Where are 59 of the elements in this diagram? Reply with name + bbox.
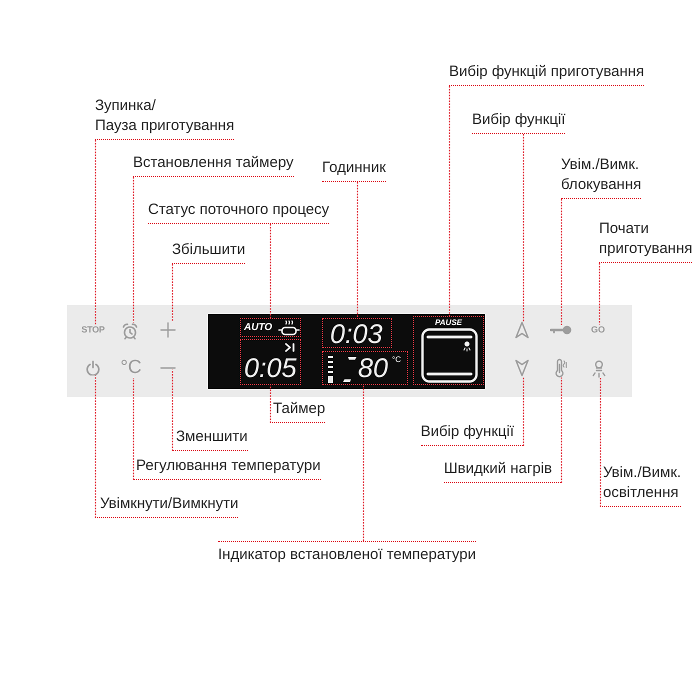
celsius-label: °C xyxy=(120,358,142,378)
leader-line xyxy=(172,264,174,322)
leader-line xyxy=(362,385,364,541)
timer-section xyxy=(240,339,301,385)
thermometer-icon xyxy=(554,358,568,378)
leader-line xyxy=(132,177,134,322)
leader-line xyxy=(448,86,450,316)
leader-line xyxy=(172,370,174,451)
leader-line xyxy=(522,134,524,322)
leader-line xyxy=(270,224,272,318)
mode-label: AUTO xyxy=(244,322,272,334)
leader-line xyxy=(560,199,562,325)
alarm-clock-icon xyxy=(122,322,138,340)
leader-line xyxy=(94,140,96,324)
callout-label: Встановлення таймеру xyxy=(133,153,294,177)
callout-label: Вибір функцій приготування xyxy=(449,62,644,86)
callout-label: Годинник xyxy=(322,158,386,182)
callout-label: Почати приготування xyxy=(599,219,692,263)
lamp-icon xyxy=(592,360,606,378)
clock-digits: 0:03 xyxy=(330,320,383,348)
leader-line xyxy=(94,376,96,518)
stop-label: STOP xyxy=(81,324,105,336)
power-icon xyxy=(86,360,100,376)
plus-icon xyxy=(160,322,176,338)
leader-line xyxy=(598,263,600,324)
status-label: PAUSE xyxy=(435,318,462,327)
leader-line xyxy=(356,182,358,318)
callout-label: Увім./Вимк. освітлення xyxy=(600,463,682,507)
leader-line xyxy=(600,378,602,507)
key-icon xyxy=(550,325,572,335)
unit-label: °C xyxy=(392,355,401,364)
callout-label: Увім./Вимк. блокування xyxy=(561,155,642,199)
lcd-display xyxy=(208,314,485,389)
leader-line xyxy=(522,376,524,446)
minus-icon xyxy=(160,366,176,370)
callout-label: Індикатор встановленої температури xyxy=(218,541,476,565)
up-arrow-icon xyxy=(515,322,529,338)
temperature-section xyxy=(322,351,408,385)
callout-label: Вибір функції xyxy=(472,110,566,134)
temperature-digits: 80 xyxy=(358,354,388,382)
status-section xyxy=(240,318,301,337)
callout-label: Вибір функції xyxy=(420,422,523,446)
callout-label: Зменшити xyxy=(172,427,248,451)
function-section xyxy=(413,316,484,385)
leader-line xyxy=(560,378,562,483)
callout-label: Швидкий нагрів xyxy=(444,459,561,483)
go-label: GO xyxy=(591,324,605,336)
callout-label: Збільшити xyxy=(172,240,246,264)
leader-line xyxy=(270,385,272,423)
down-arrow-icon xyxy=(515,360,529,376)
callout-label: Увімкнути/Вимкнути xyxy=(95,494,238,518)
timer-digits: 0:05 xyxy=(244,354,297,382)
callout-label: Таймер xyxy=(270,399,326,423)
control-panel xyxy=(67,305,632,397)
callout-label: Статус поточного процесу xyxy=(148,200,330,224)
callout-label: Зупинка/ Пауза приготування xyxy=(95,96,234,140)
callout-label: Регулювання температури xyxy=(133,456,321,480)
clock-section xyxy=(322,318,392,348)
leader-line xyxy=(132,378,134,480)
